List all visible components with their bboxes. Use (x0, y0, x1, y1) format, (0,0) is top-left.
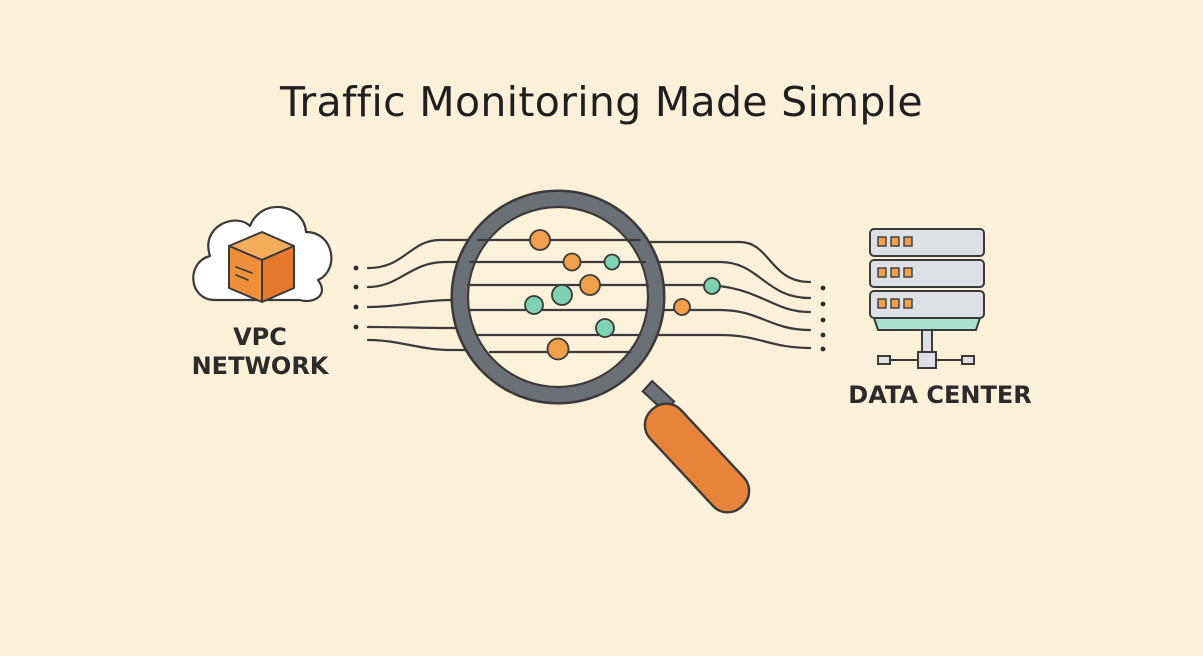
traffic-line (366, 238, 562, 270)
traffic-lines-left (366, 238, 562, 352)
packet-teal (595, 318, 615, 338)
packet-teal (703, 277, 721, 295)
packet-orange (673, 298, 691, 316)
traffic-line (366, 338, 562, 352)
traffic-line (366, 298, 542, 309)
traffic-line (366, 260, 562, 289)
right-terminal-dots (820, 285, 826, 352)
vpc-network-label: VPC NETWORK (170, 323, 350, 381)
packet-orange (546, 337, 570, 361)
cloud-with-box-icon (192, 205, 333, 303)
packet-orange (562, 252, 582, 272)
packet-teal (524, 295, 544, 315)
packet-teal (603, 253, 621, 271)
page-title: Traffic Monitoring Made Simple (280, 78, 923, 126)
data-center-label: DATA CENTER (848, 381, 1032, 409)
vpc-label-line2: NETWORK (191, 351, 329, 380)
traffic-line (638, 260, 812, 300)
left-terminal-dots (353, 265, 359, 330)
traffic-line (366, 325, 542, 330)
traffic-line (618, 240, 812, 284)
server-rack-icon (869, 228, 985, 369)
packet-teal (551, 284, 573, 306)
packet-orange (579, 274, 601, 296)
packet-orange (529, 229, 551, 251)
vpc-label-line1: VPC (233, 323, 287, 351)
traffic-line (608, 333, 812, 350)
traffic-line (628, 308, 812, 332)
magnifying-glass-icon (450, 189, 751, 514)
